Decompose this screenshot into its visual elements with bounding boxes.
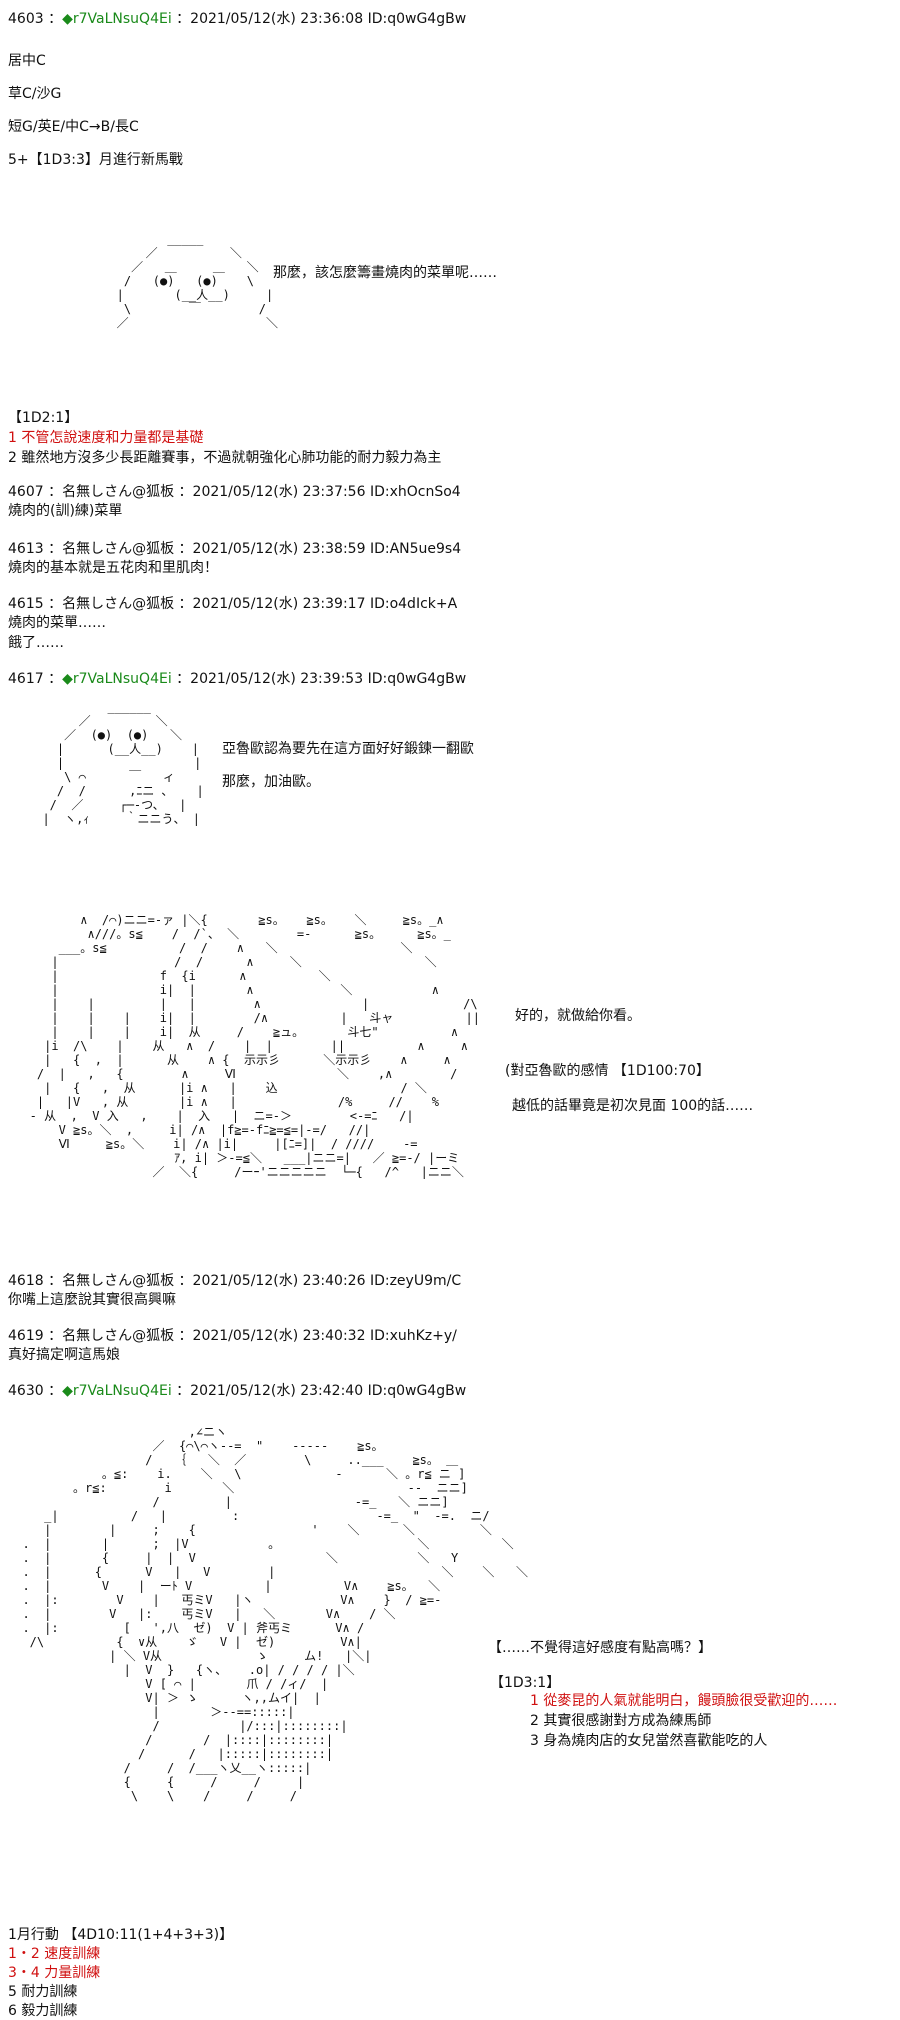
diamond-icon: ◆ xyxy=(62,1383,73,1399)
roll-options: 1 從麥昆的人氣就能明白，饅頭臉很受歡迎的…… 2 其實很感謝對方成為練馬師 3… xyxy=(530,1690,837,1750)
action-title: 1月行動 【4D10:11(1+4+3+3)】 xyxy=(8,1927,234,1943)
roll-option-2: 2 其實很感謝對方成為練馬師 xyxy=(530,1713,712,1729)
post-header-4615: 4615 ：名無しさん@狐板 ：2021/05/12(水) 23:39:17 I… xyxy=(8,596,458,612)
diamond-icon: ◆ xyxy=(62,11,73,27)
roll-option-1: 1 不管怎說速度和力量都是基礎 xyxy=(8,430,204,446)
post-line: 5+【1D3:3】月進行新馬戰 xyxy=(8,152,183,168)
post-text: 燒肉的菜單…… xyxy=(8,615,106,631)
speech-text: 那麼，加油歐。 xyxy=(222,774,320,790)
speech-text: 越低的話畢竟是初次見面 100的話…… xyxy=(512,1098,754,1114)
speech-text: (對亞魯歐的感情 【1D100:70】 xyxy=(505,1063,710,1079)
roll-header: 【1D3:1】 xyxy=(490,1675,561,1691)
action-item: 6 毅力訓練 xyxy=(8,2003,78,2019)
post-header-4613: 4613 ：名無しさん@狐板 ：2021/05/12(水) 23:38:59 I… xyxy=(8,541,462,557)
post-line: 短G/英E/中C→B/長C xyxy=(8,119,139,135)
post-header-4603: 4603 ：◆r7VaLNsuQ4Ei ：2021/05/12(水) 23:36… xyxy=(8,11,467,27)
speech-text: 亞魯歐認為要先在這方面好好鍛鍊一翻歐 xyxy=(222,741,474,757)
post-text: 真好搞定啊這馬娘 xyxy=(8,1347,120,1363)
roll-option-1: 1 從麥昆的人氣就能明白，饅頭臉很受歡迎的…… xyxy=(530,1693,838,1709)
ascii-art-face: _____ ／ ＼ ／ ＿ ＿ ＼ / (●) (●) \ | (__人__) … xyxy=(116,232,278,330)
action-item: 1・2 速度訓練 xyxy=(8,1946,101,1962)
post-text: 燒肉的(訓)練)菜單 xyxy=(8,503,123,519)
roll-option-3: 3 身為燒肉店的女兒當然喜歡能吃的人 xyxy=(530,1733,768,1749)
post-header-4607: 4607 ：名無しさん@狐板 ：2021/05/12(水) 23:37:56 I… xyxy=(8,484,461,500)
ascii-art-character: ______ ／ ＼ ／ (●) (●) ＼ | (__人__) | | | \… xyxy=(42,700,204,826)
post-line: 草C/沙G xyxy=(8,86,62,102)
ascii-art-horse-girl-2: ,∠ニヽ ／ {⌒\⌒ヽ--= " ----- ≧s。 / ｛ ＼ ／ \ ..… xyxy=(22,1425,529,1803)
roll-option-2: 2 雖然地方沒多少長距離賽事，不過就朝強化心肺功能的耐力毅力為主 xyxy=(8,450,442,466)
speech-text: 好的，就做給你看。 xyxy=(515,1008,641,1024)
post-header-4630: 4630 ：◆r7VaLNsuQ4Ei ：2021/05/12(水) 23:42… xyxy=(8,1383,467,1399)
post-header-4617: 4617 ：◆r7VaLNsuQ4Ei ：2021/05/12(水) 23:39… xyxy=(8,671,467,687)
post-text: 餓了…… xyxy=(8,635,64,651)
action-item: 5 耐力訓練 xyxy=(8,1984,78,2000)
post-text: 你嘴上這麼說其實很高興嘛 xyxy=(8,1292,176,1308)
post-text: 燒肉的基本就是五花肉和里肌肉！ xyxy=(8,560,218,576)
post-line: 居中C xyxy=(8,53,46,69)
post-header-4619: 4619 ：名無しさん@狐板 ：2021/05/12(水) 23:40:32 I… xyxy=(8,1328,457,1344)
speech-text: 那麼，該怎麼籌畫燒肉的菜單呢…… xyxy=(273,265,497,281)
action-item: 3・4 力量訓練 xyxy=(8,1965,101,1981)
diamond-icon: ◆ xyxy=(62,671,73,687)
speech-text: 【……不覺得這好感度有點高嗎？】 xyxy=(488,1640,712,1656)
post-header-4618: 4618 ：名無しさん@狐板 ：2021/05/12(水) 23:40:26 I… xyxy=(8,1273,462,1289)
ascii-art-horse-girl: ∧ /⌒)ニニ=-ァ |＼{ ≧s。 ≧s。 ＼ ≧s。_∧ ∧///。s≦ /… xyxy=(29,913,480,1179)
roll-header: 【1D2:1】 xyxy=(8,410,79,426)
